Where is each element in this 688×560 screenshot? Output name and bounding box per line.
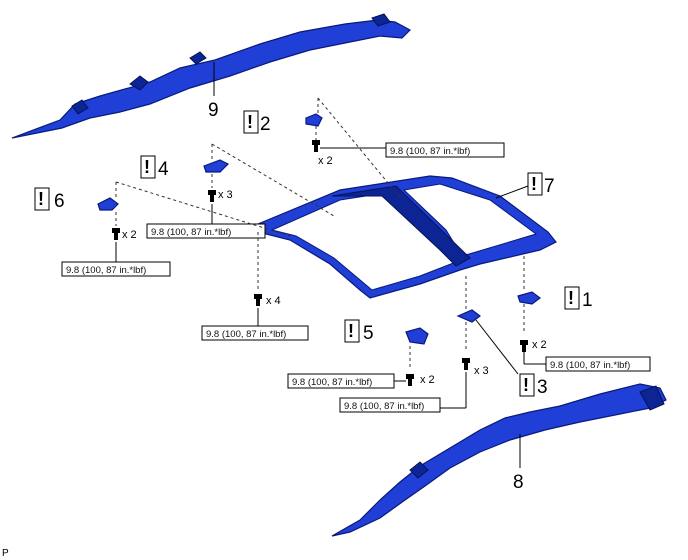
bolt-1-icon — [520, 340, 528, 352]
torque-label-2: 9.8 (100, 87 in.*lbf) — [390, 146, 470, 157]
torque-label-3: 9.8 (100, 87 in.*lbf) — [344, 401, 424, 412]
callout-6-number: 6 — [54, 191, 65, 212]
part-2-bracket — [305, 113, 323, 127]
callout-5-number: 5 — [363, 323, 374, 344]
part-6-bracket — [97, 197, 119, 211]
part-4-bracket — [203, 159, 230, 173]
torque-label-6: 9.8 (100, 87 in.*lbf) — [66, 265, 146, 276]
callout-3-count: x 3 — [474, 365, 489, 377]
callout-5-count: x 2 — [420, 374, 435, 386]
bolt-frame-icon — [254, 294, 262, 306]
callout-3-warning: ! — [523, 375, 529, 395]
callout-2-count: x 2 — [318, 155, 333, 167]
part-1-bracket — [517, 291, 541, 305]
bolt-6-icon — [112, 228, 120, 240]
callout-4-number: 4 — [158, 159, 169, 180]
torque-label-5: 9.8 (100, 87 in.*lbf) — [292, 377, 372, 388]
frame-bolt-count: x 4 — [266, 295, 281, 307]
callout-2-number: 2 — [260, 114, 271, 135]
torque-label-frame: 9.8 (100, 87 in.*lbf) — [206, 329, 286, 340]
callout-1-warning: ! — [568, 288, 574, 308]
torque-label-1: 9.8 (100, 87 in.*lbf) — [550, 360, 630, 371]
callout-8-number: 8 — [513, 472, 524, 493]
part-5-bracket — [405, 327, 429, 345]
bolt-4-icon — [208, 190, 216, 202]
figure-footer-letter: P — [2, 548, 9, 559]
callout-4-count: x 3 — [218, 189, 233, 201]
bolt-5-icon — [406, 374, 414, 386]
callout-1-count: x 2 — [532, 339, 547, 351]
callout-7-number: 7 — [544, 176, 555, 197]
callout-4-warning: ! — [144, 157, 150, 177]
callout-7-warning: ! — [531, 174, 537, 194]
part-9-upper-rail — [11, 13, 411, 139]
callout-3-number: 3 — [537, 377, 548, 398]
part-3-bracket — [456, 309, 481, 323]
torque-label-4: 9.8 (100, 87 in.*lbf) — [151, 227, 231, 238]
callout-6-warning: ! — [38, 189, 44, 209]
callout-1-number: 1 — [582, 290, 593, 311]
callout-9-number: 9 — [208, 100, 219, 121]
callout-2-warning: ! — [247, 112, 253, 132]
bolt-3-icon — [462, 358, 470, 370]
callout-6-count: x 2 — [122, 229, 137, 241]
part-7-sunroof-frame — [257, 175, 557, 299]
bolt-2-icon — [312, 140, 320, 152]
callout-5-warning: ! — [348, 321, 354, 341]
part-8-lower-rail — [331, 383, 667, 537]
